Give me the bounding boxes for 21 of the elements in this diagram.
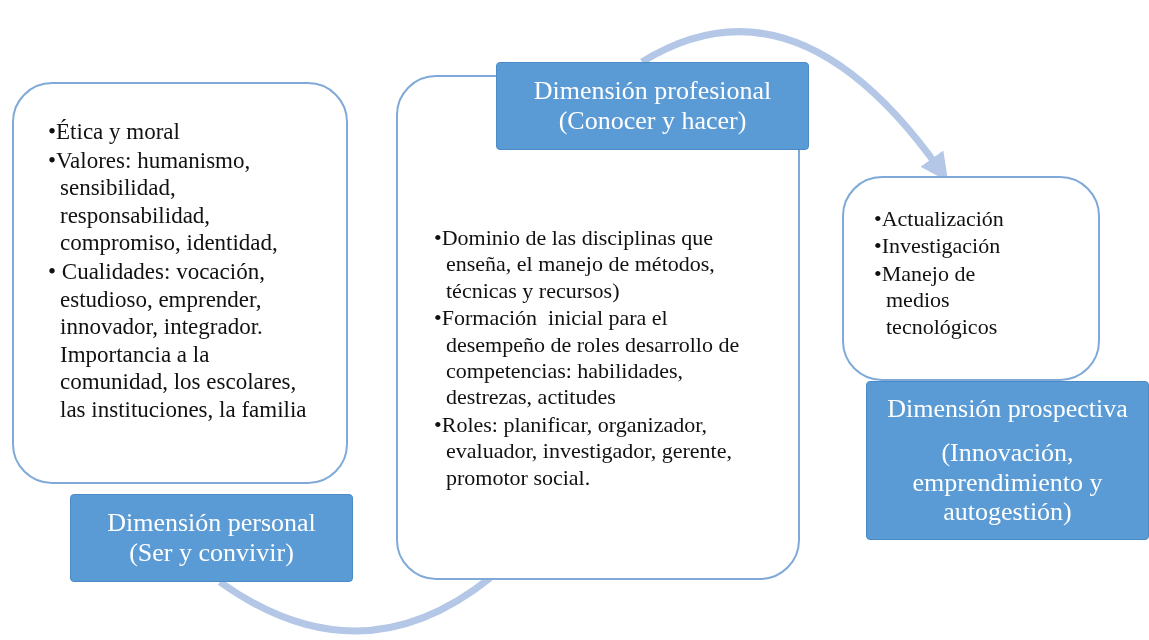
bullet-item: •Valores: humanismo, sensibilidad, responsabilidad, compromiso, identidad,	[48, 146, 279, 257]
rounded-card	[12, 82, 348, 484]
dimension-title: Dimensión personal	[107, 508, 316, 538]
dimension-title: Dimensión profesional	[533, 76, 772, 106]
dimension-subtitle: (Conocer y hacer)	[558, 106, 747, 136]
bullet-item: •Actualización	[874, 206, 1005, 233]
bullet-item: •Manejo de medios tecnológicos	[874, 260, 999, 340]
dimension-label-box	[496, 62, 809, 150]
bullet-item: •Roles: planificar, organizador, evaluador, investigador, gerente, promotor social.	[434, 411, 733, 491]
dimension-label-box	[70, 494, 353, 582]
bullet-item: • Cualidades: vocación, estudioso, emprender, innovador, integrador. Importancia a la comunidad, los escolares, las instituciones, la familia	[48, 257, 308, 424]
rounded-card	[842, 176, 1100, 381]
dimension-label-box	[866, 381, 1149, 540]
bullet-item: •Ética y moral	[48, 118, 181, 146]
bullet-item: •Dominio de las disciplinas que enseña, el manejo de métodos, técnicas y recursos)	[434, 225, 716, 305]
rounded-card	[396, 75, 800, 580]
dimension-subtitle: (Ser y convivir)	[129, 538, 294, 568]
bullet-item: •Formación inicial para el desempeño de roles desarrollo de competencias: habilidades, destrezas, actitudes	[434, 305, 741, 411]
bullet-item: •Investigación	[874, 233, 1002, 260]
dimension-subtitle: (Innovación, emprendimiento y autogestión)	[911, 437, 1104, 528]
dimension-title: Dimensión prospectiva	[887, 393, 1128, 424]
